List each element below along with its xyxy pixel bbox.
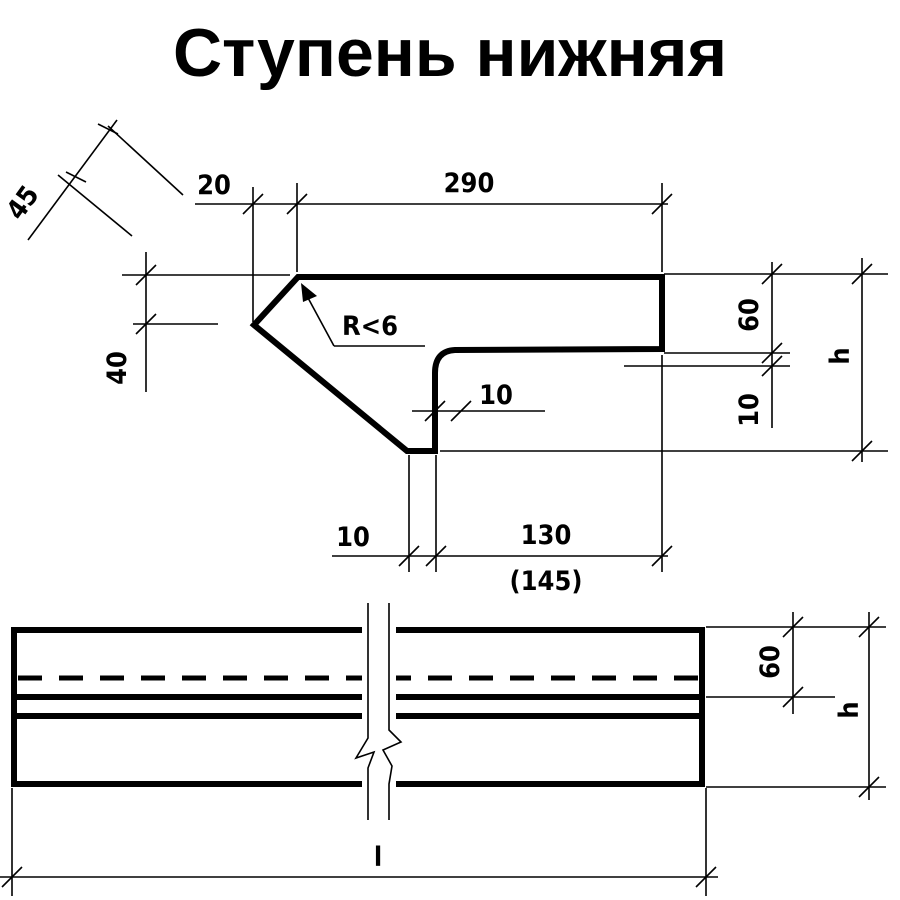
dim-h-label: h [825, 347, 856, 364]
dimension-60-10-h: 60 10 h [440, 258, 888, 462]
dimension-10-inner: 10 [412, 380, 545, 422]
dim-45-label: 45 [1, 180, 46, 226]
step-profile [249, 274, 665, 454]
dim-10-bottom-label: 10 [336, 522, 370, 553]
elevation-outline [11, 627, 705, 787]
profile-outline [249, 274, 665, 454]
dimension-20-290: 20 290 [195, 168, 673, 322]
elev-dim-l-label: l [374, 842, 382, 873]
dim-145-label: (145) [510, 566, 583, 597]
dim-20-label: 20 [197, 170, 231, 201]
elevation-dimension-60-h: 60 h [706, 612, 886, 800]
dimension-10-130: 10 130 (145) [332, 355, 673, 597]
radius-arrowhead [301, 283, 317, 302]
dimension-45: 45 [1, 119, 184, 241]
break-line-left [354, 603, 376, 820]
break-line-right [381, 603, 403, 820]
elevation-dimension-l: l [0, 788, 718, 896]
radius-label: R<6 [342, 311, 398, 342]
drawing-title: Ступень нижняя [173, 15, 727, 91]
dim-130-label: 130 [521, 520, 572, 551]
elev-dim-h-label: h [834, 701, 865, 718]
break-gap [362, 600, 396, 820]
dim-40-label: 40 [102, 351, 133, 385]
dimension-40: 40 [102, 252, 290, 392]
radius-callout: R<6 [301, 283, 425, 347]
dim-10-inner-label: 10 [479, 380, 513, 411]
dim-60-label: 60 [734, 298, 765, 332]
elev-dim-60-label: 60 [755, 645, 786, 679]
dim-10-right-label: 10 [734, 393, 765, 427]
step-elevation [11, 600, 705, 820]
dim-290-label: 290 [444, 168, 495, 199]
